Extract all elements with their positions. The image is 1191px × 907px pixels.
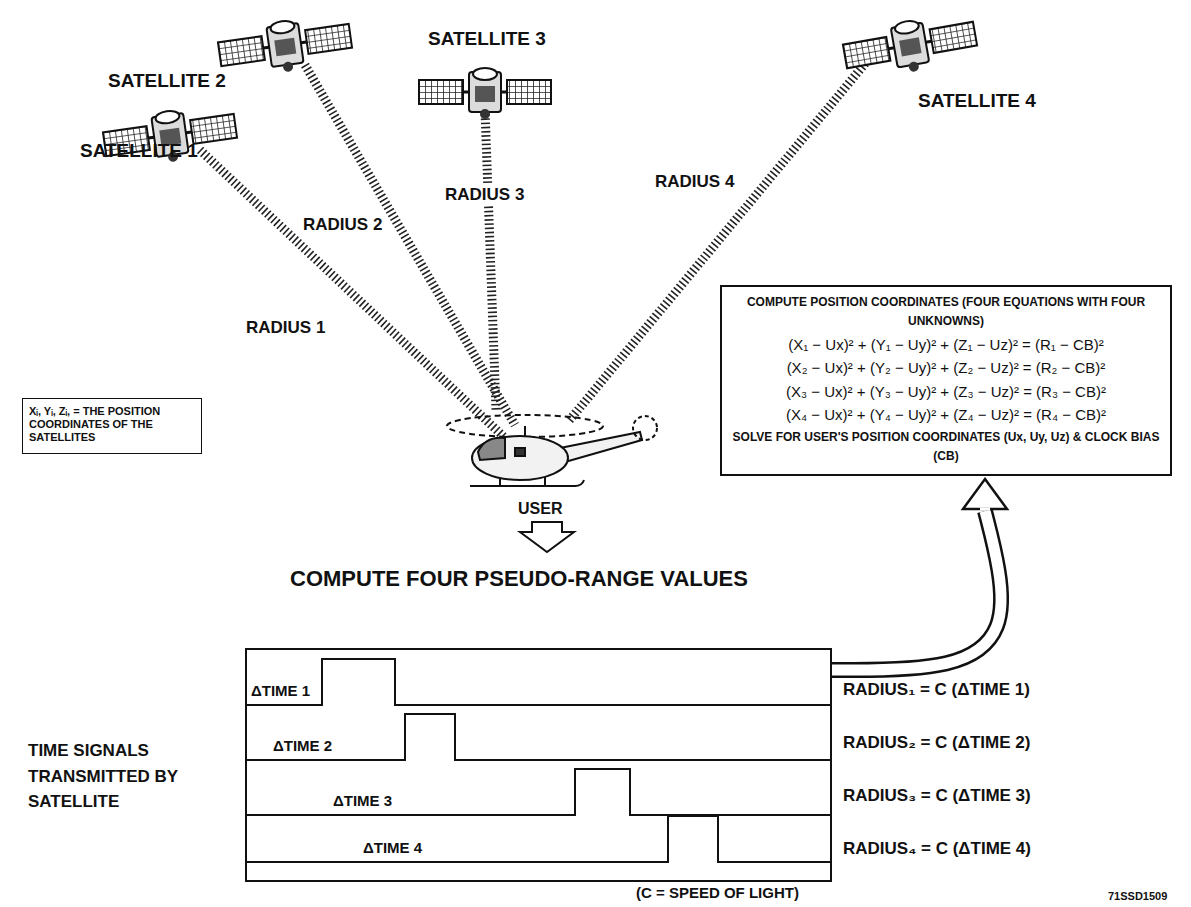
equation-box: COMPUTE POSITION COORDINATES (FOUR EQUAT… xyxy=(720,285,1172,476)
pulse-line xyxy=(245,659,830,705)
radius-label: RADIUS 3 xyxy=(442,185,527,205)
arrow-head xyxy=(963,479,1007,509)
time-signal xyxy=(245,659,830,862)
timing-box: ΔTIME 1 ΔTIME 2 ΔTIME 3 ΔTIME 4 xyxy=(245,648,832,882)
formula: RADIUS₁ = C (ΔTIME 1) xyxy=(843,680,1030,700)
note-text: Xᵢ, Yᵢ, Zᵢ, = THE POSITION COORDINATES O… xyxy=(29,405,195,445)
note: (C = SPEED OF LIGHT) xyxy=(636,884,799,901)
box-caption: COMPUTE POSITION COORDINATES (FOUR EQUAT… xyxy=(732,293,1160,333)
box-caption: SOLVE FOR USER'S POSITION COORDINATES (U… xyxy=(732,426,1160,465)
satellite xyxy=(841,10,980,83)
formula: RADIUS₃ = C (ΔTIME 3) xyxy=(843,786,1031,806)
equation: (X₃ − Ux)² + (Y₃ − Uy)² + (Z₃ − Uz)² = (… xyxy=(732,380,1160,403)
helicopter xyxy=(447,415,657,486)
radius-label: RADIUS 1 xyxy=(243,318,328,338)
arrow-shaft xyxy=(832,511,1001,670)
radius-label: RADIUS 2 xyxy=(300,215,385,235)
satellite xyxy=(216,12,354,81)
formula: RADIUS₂ = C (ΔTIME 2) xyxy=(843,733,1030,753)
pulse-line xyxy=(245,816,830,862)
hollow-arrow xyxy=(832,479,1007,670)
note-box: Xᵢ, Yᵢ, Zᵢ, = THE POSITION COORDINATES O… xyxy=(22,398,202,454)
pulse-line xyxy=(245,714,830,760)
satellite-label: SATELLITE 4 xyxy=(918,90,1036,112)
satellite-label: SATELLITE 2 xyxy=(108,70,226,92)
formula: RADIUS₄ = C (ΔTIME 4) xyxy=(843,839,1031,859)
side-label: TIME SIGNALS TRANSMITTED BY SATELLITE xyxy=(28,738,198,815)
delta-time-label: ΔTIME 2 xyxy=(273,737,332,755)
satellite xyxy=(419,68,551,119)
satellite-label: SATELLITE 1 xyxy=(80,140,198,162)
delta-time-label: ΔTIME 3 xyxy=(333,792,392,810)
equation: (X₄ − Ux)² + (Y₄ − Uy)² + (Z₄ − Uz)² = (… xyxy=(732,403,1160,426)
arrow-shaft-inner xyxy=(832,511,1001,670)
equation: (X₁ − Ux)² + (Y₁ − Uy)² + (Z₁ − Uz)² = (… xyxy=(732,333,1160,356)
down-arrow xyxy=(520,522,574,552)
delta-time-label: ΔTIME 4 xyxy=(363,839,422,857)
heading: COMPUTE FOUR PSEUDO-RANGE VALUES xyxy=(290,566,748,591)
equation: (X₂ − Ux)² + (Y₂ − Uy)² + (Z₂ − Uz)² = (… xyxy=(732,356,1160,379)
satellite-label: SATELLITE 3 xyxy=(428,28,546,50)
radius-label: RADIUS 4 xyxy=(652,172,737,192)
user-label: USER xyxy=(518,500,562,518)
pulse-line xyxy=(245,769,830,815)
arrow-join xyxy=(980,508,990,511)
delta-time-label: ΔTIME 1 xyxy=(251,682,310,700)
figure-number: 71SSD1509 xyxy=(1108,890,1167,903)
